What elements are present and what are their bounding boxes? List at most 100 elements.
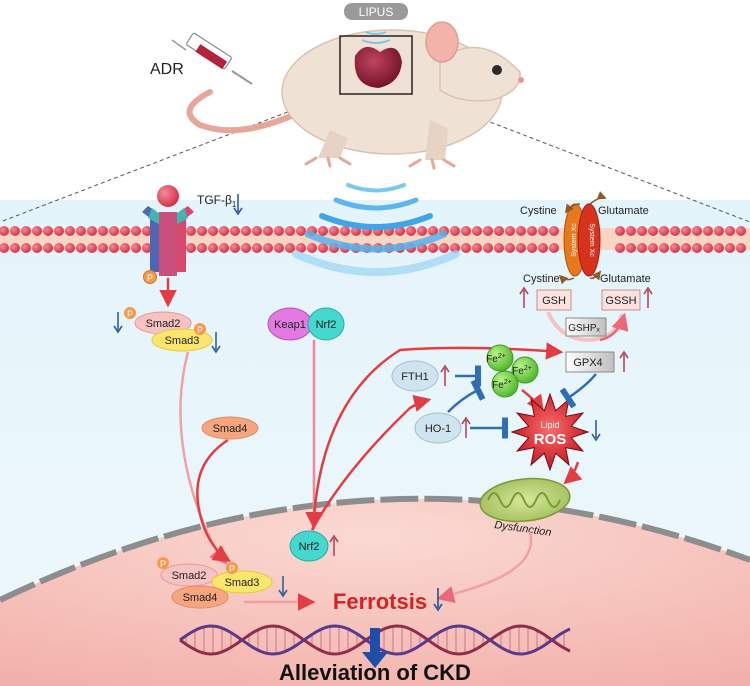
lipid-head-top <box>274 226 284 236</box>
svg-text:Fe2+: Fe2+ <box>512 365 532 377</box>
tgf-beta-receptor <box>142 185 194 276</box>
ho1-node: HO-1 <box>414 412 462 444</box>
svg-text:System Xc: System Xc <box>588 223 595 257</box>
lipid-head-top <box>637 226 647 236</box>
smad2-down-arrow <box>113 312 123 334</box>
lipid-head-top <box>340 226 350 236</box>
zoom-line-right <box>411 91 750 223</box>
mouse-tail <box>186 89 303 134</box>
svg-text:System Xc: System Xc <box>571 223 578 257</box>
lipid-head-bottom <box>483 243 493 253</box>
lipid-head-bottom <box>648 243 658 253</box>
kidney-focus-box <box>339 35 413 95</box>
lipid-head-bottom <box>186 243 196 253</box>
lipid-head-top <box>142 226 152 236</box>
lipid-head-bottom <box>681 243 691 253</box>
lipid-head-top <box>98 226 108 236</box>
lipid-head-bottom <box>714 243 724 253</box>
lipid-head-top <box>252 226 262 236</box>
svg-text:Smad4: Smad4 <box>183 592 218 604</box>
mouse-ear <box>425 21 459 63</box>
lipid-head-bottom <box>307 243 317 253</box>
lipid-head-top <box>329 226 339 236</box>
gsh-up-arrow <box>519 286 529 308</box>
lipid-head-bottom <box>461 243 471 253</box>
lipid-head-bottom <box>439 243 449 253</box>
lipid-head-top <box>659 226 669 236</box>
smad-complex-nucleus: Smad2 Smad3 Smad4 P P <box>157 557 273 609</box>
lipid-head-bottom <box>538 243 548 253</box>
glutamate-intracellular: Glutamate <box>600 273 651 285</box>
lipid-head-bottom <box>494 243 504 253</box>
mouse-head <box>439 46 521 102</box>
lipid-head-bottom <box>527 243 537 253</box>
gssh-box: GSSH <box>601 289 641 311</box>
glutamate-export-arrow-top <box>589 191 607 205</box>
lipid-head-top <box>714 226 724 236</box>
phospho-receptor: P <box>143 270 157 284</box>
lipid-head-top <box>736 226 746 236</box>
lipid-head-top <box>263 226 273 236</box>
lipid-head-bottom <box>87 243 97 253</box>
system-xc-transporter: System Xc System Xc <box>563 203 601 277</box>
lipid-head-top <box>32 226 42 236</box>
svg-text:P: P <box>197 325 203 335</box>
ultrasound-waves <box>292 183 460 276</box>
lipid-head-bottom <box>109 243 119 253</box>
lipid-head-bottom <box>43 243 53 253</box>
lipid-head-top <box>10 226 20 236</box>
lipid-head-top <box>65 226 75 236</box>
lipid-head-bottom <box>54 243 64 253</box>
lipid-head-bottom <box>428 243 438 253</box>
svg-text:HO-1: HO-1 <box>425 423 451 435</box>
lipid-head-top <box>131 226 141 236</box>
ho1-inhibits-fe <box>447 379 486 413</box>
smad2-smad3-complex-cyto: Smad2 Smad3 P P <box>124 307 213 352</box>
gpx4-inhibits-ros <box>559 373 597 409</box>
nuclear-envelope <box>0 495 750 603</box>
ros-down-arrow <box>591 420 601 442</box>
mouse-eye <box>492 65 502 75</box>
lipid-head-top <box>483 226 493 236</box>
svg-text:P: P <box>127 309 133 319</box>
mouse-leg-back <box>318 130 348 158</box>
lipid-head-bottom <box>285 243 295 253</box>
lipid-head-bottom <box>0 243 9 253</box>
lipid-head-top <box>43 226 53 236</box>
lipid-head-top <box>549 226 559 236</box>
lipid-head-bottom <box>208 243 218 253</box>
lipid-head-bottom <box>505 243 515 253</box>
keap1-nrf2-complex: Keap1 Nrf2 <box>267 307 345 341</box>
svg-text:GPX4: GPX4 <box>573 357 602 369</box>
ferroptosis-down-arrow <box>433 588 443 612</box>
lipid-head-top <box>76 226 86 236</box>
svg-text:P: P <box>229 564 235 574</box>
lipid-head-bottom <box>241 243 251 253</box>
lipid-head-top <box>703 226 713 236</box>
gssh-up-arrow <box>643 286 653 308</box>
adr-label: ADR <box>150 61 184 78</box>
lipid-head-top <box>0 226 9 236</box>
lipid-head-bottom <box>549 243 559 253</box>
lipid-head-top <box>648 226 658 236</box>
lipid-head-top <box>527 226 537 236</box>
lipid-head-top <box>296 226 306 236</box>
svg-text:P: P <box>160 559 166 569</box>
gpx4-up-arrow <box>619 350 629 372</box>
lipid-head-bottom <box>219 243 229 253</box>
lipid-head-top <box>186 226 196 236</box>
lipid-head-bottom <box>274 243 284 253</box>
svg-text:Nrf2: Nrf2 <box>316 319 337 331</box>
lipid-head-bottom <box>659 243 669 253</box>
lipid-head-bottom <box>637 243 647 253</box>
svg-text:Smad3: Smad3 <box>225 577 260 589</box>
syringe-icon <box>171 32 253 85</box>
kidney-icon <box>354 46 402 88</box>
lipid-head-bottom <box>131 243 141 253</box>
lipid-head-top <box>692 226 702 236</box>
lipid-head-top <box>395 226 405 236</box>
cystine-intracellular: Cystine <box>523 273 560 285</box>
lipid-head-bottom <box>120 243 130 253</box>
lipid-head-top <box>197 226 207 236</box>
fe2-cluster: Fe2+ Fe2+ Fe2+ <box>486 344 539 398</box>
